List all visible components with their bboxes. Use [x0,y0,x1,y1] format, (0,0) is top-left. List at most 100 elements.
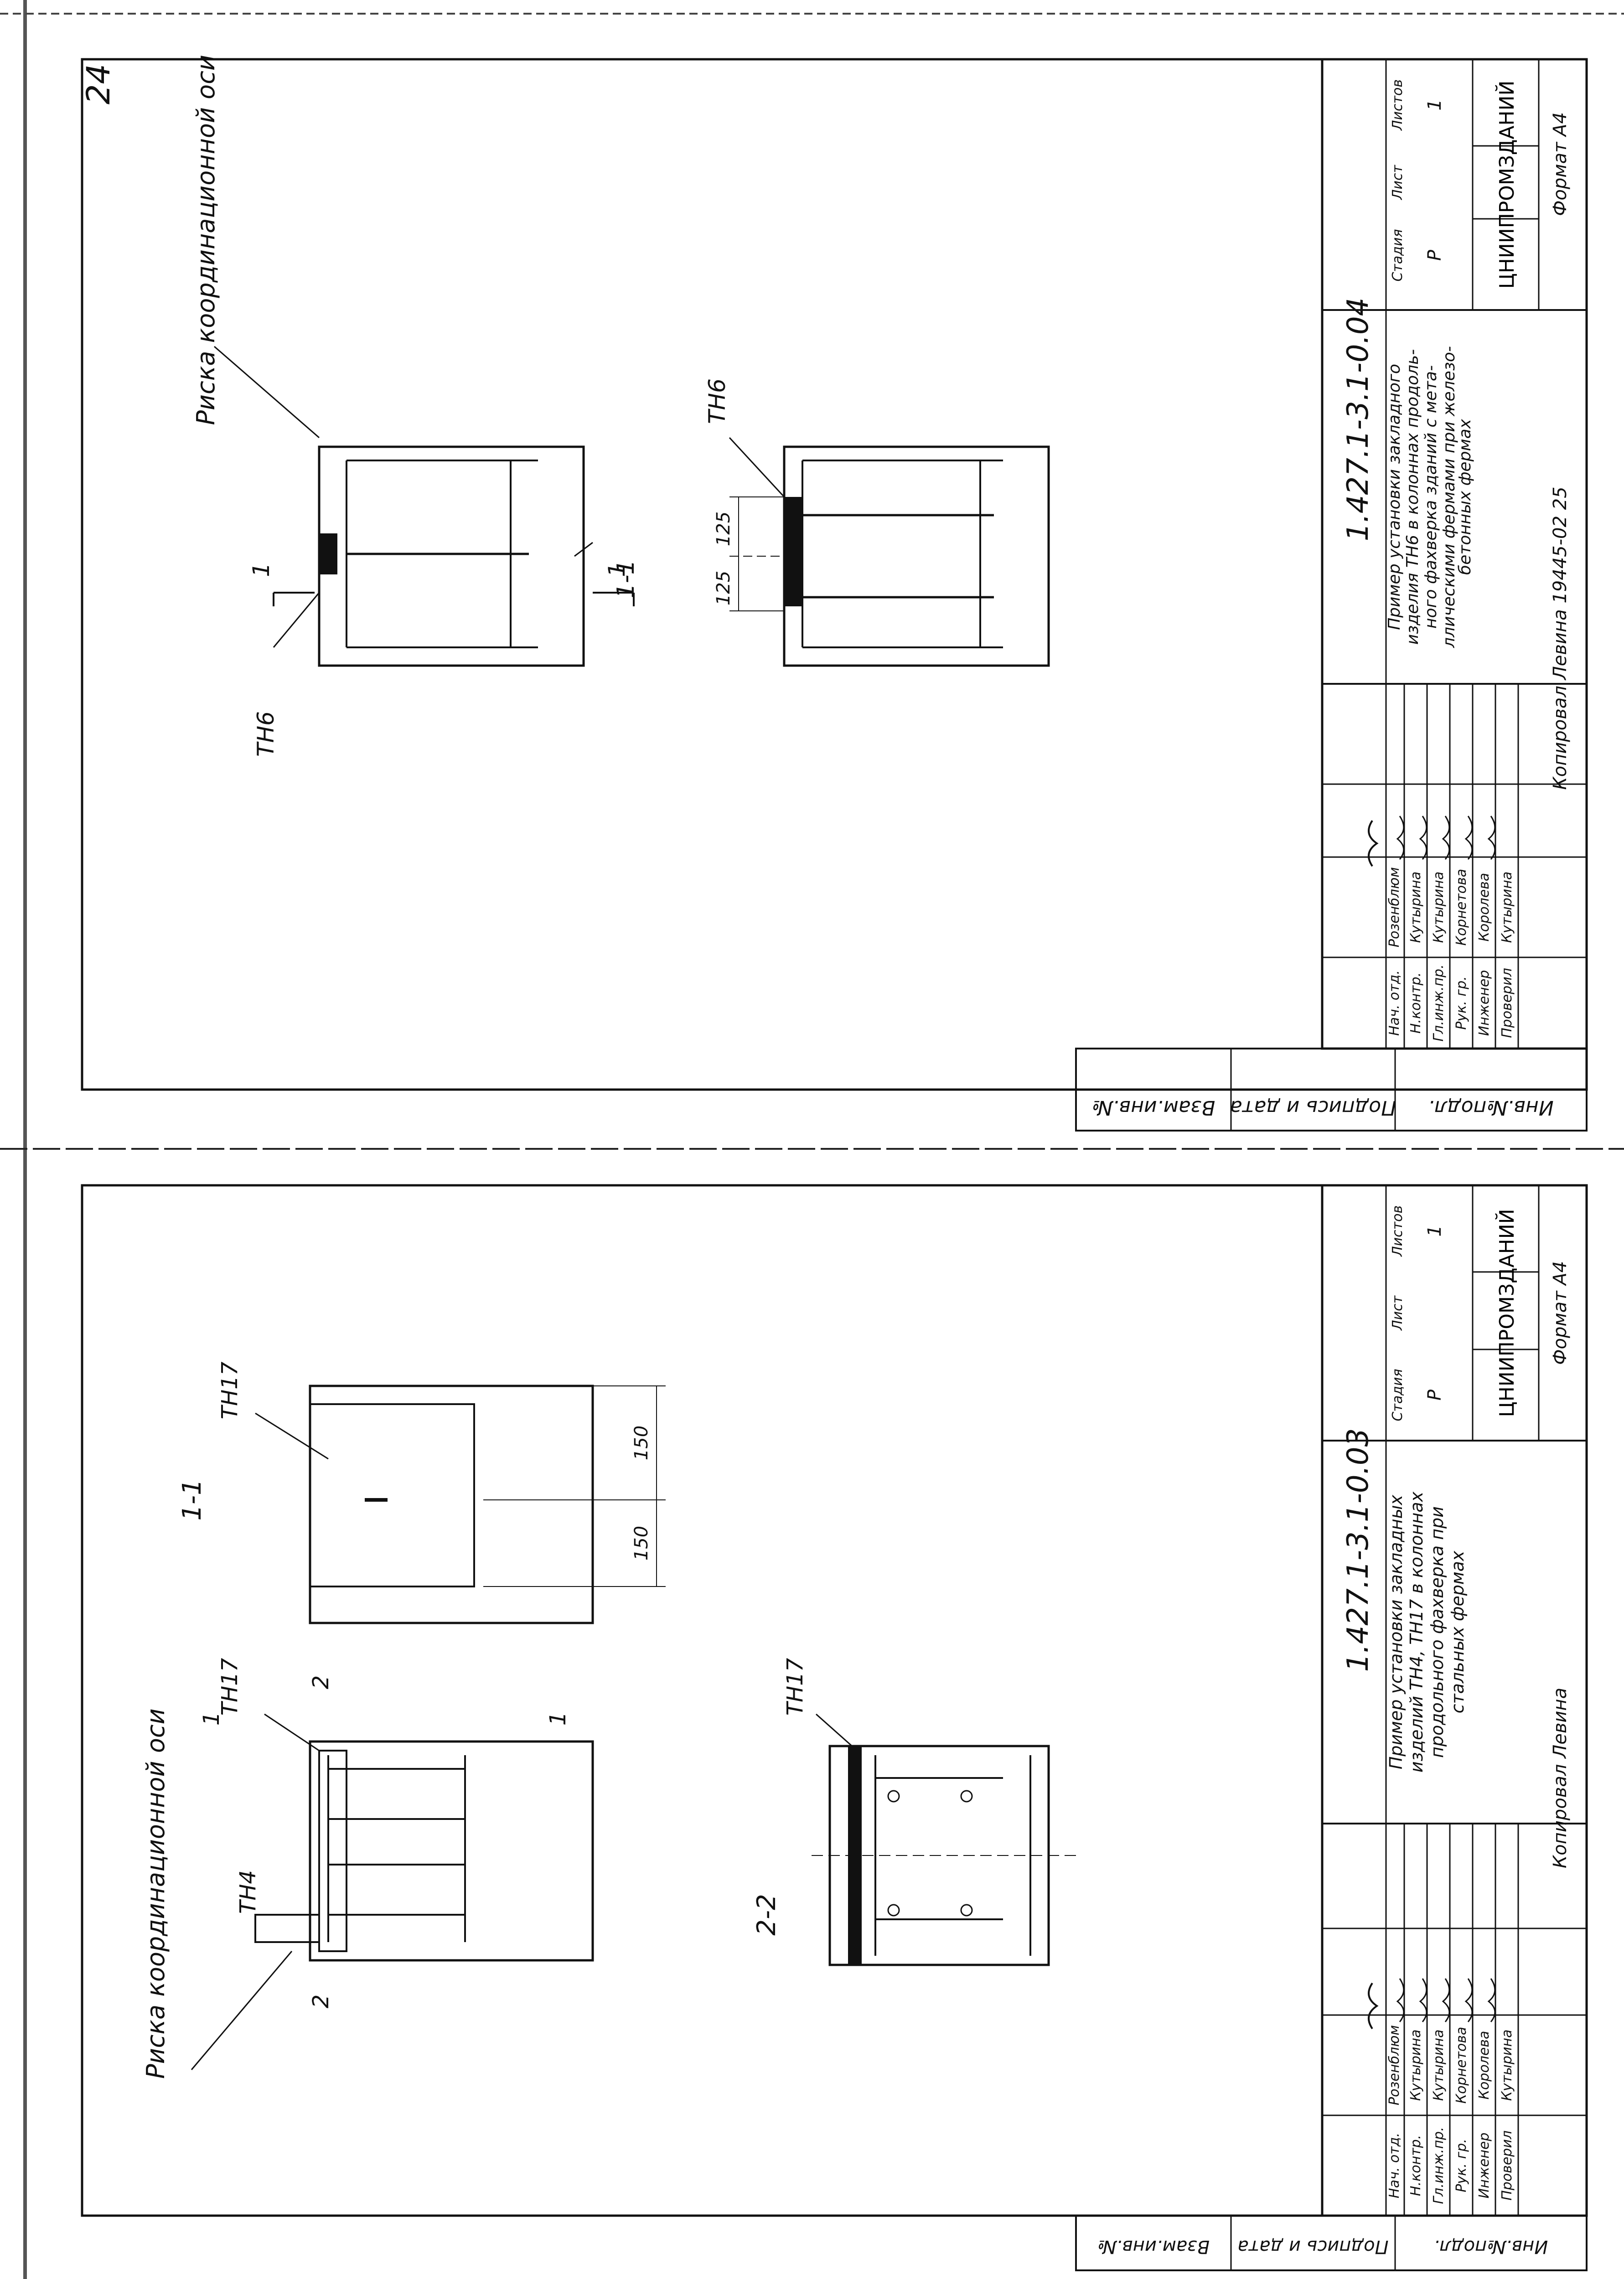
upper-sign-date-label: Подпись и дата [1230,1096,1396,1119]
page-number: 24 [80,64,117,104]
upper-cut-1-bottom: 1 [604,563,630,577]
upper-axis-label: Риска координационной оси [191,55,220,425]
lower-sheet-header: Лист [1390,1295,1406,1331]
svg-text:Инженер: Инженер [1476,2133,1492,2199]
signature-mark [1442,1978,1450,2022]
lower-designation: 1.427.1-3.1-0.03 [1341,1428,1375,1672]
signature-mark [1368,1982,1379,2030]
lower-signature-table: Нач. отд. Н.контр. Гл.инж.пр. Рук. гр. И… [1368,1978,1515,2204]
upper-section-view [729,445,1050,667]
signature-mark [1396,816,1405,860]
upper-title-block: 1.427.1-3.1-0.04 Пример установки заклад… [1321,58,1588,1050]
svg-text:продольного фахверка при: продольного фахверка при [1427,1506,1447,1758]
upper-axis-leader [214,346,320,439]
upper-cut-1-top: 1 [248,563,274,577]
lower-dim-b: 150 [631,1526,652,1561]
lower-section-22: 2-2 [752,1894,781,1935]
svg-text:ллическими фермами при железо-: ллическими фермами при железо- [1440,346,1458,648]
upper-side-strip: Взам.инв.№ Подпись и дата Инв.№подл. [1075,1048,1588,1132]
lower-org: ЦНИИПРОМЗДАНИЙ [1495,1209,1519,1417]
lower-tn17-section-label: ТН17 [217,1361,243,1419]
signature-mark [1464,816,1473,860]
signature-mark [1487,1978,1496,2022]
lower-cut-1-right: 1 [545,1712,571,1726]
upper-org: ЦНИИПРОМЗДАНИЙ [1495,81,1519,289]
svg-text:изделия ТН6 в колоннах продоль: изделия ТН6 в колоннах продоль- [1403,349,1422,645]
svg-text:Королева: Королева [1476,2031,1492,2100]
svg-text:стальных фермах: стальных фермах [1448,1550,1468,1713]
svg-text:Пример установки закладных: Пример установки закладных [1386,1494,1406,1769]
svg-text:Нач. отд.: Нач. отд. [1386,970,1402,1036]
lower-inv-orig-label: Инв.№подл. [1434,2236,1548,2257]
signature-mark [1464,1978,1473,2022]
svg-text:Проверил: Проверил [1499,968,1515,1038]
upper-stage-header: Стадия [1390,229,1406,281]
upper-inv-swap-label: Взам.инв.№ [1092,1096,1215,1119]
svg-text:ного фахверка зданий с мета-: ного фахверка зданий с мета- [1422,365,1440,629]
upper-signature-table: Нач. отд. Н.контр. Гл.инж.пр. Рук. гр. И… [1368,816,1515,1042]
svg-text:Кутырина: Кутырина [1431,872,1447,943]
lower-stage-header: Стадия [1390,1369,1406,1421]
signature-mark [1442,816,1450,860]
lower-plan-view [254,1740,594,1962]
lower-drawing: Взам.инв.№ Подпись и дата Инв.№подл. [81,1184,1588,2271]
lower-axis-leader [191,1951,293,2070]
upper-plan-view [318,445,593,667]
svg-text:Кутырина: Кутырина [1431,2030,1447,2101]
lower-title-block: 1.427.1-3.1-0.03 Пример установки заклад… [1321,1184,1588,2217]
upper-format: Формат А4 [1550,112,1571,216]
lower-inv-swap-label: Взам.инв.№ [1097,2236,1210,2257]
svg-text:Н.контр.: Н.контр. [1408,972,1424,1034]
lower-title-lines: Пример установки закладных изделий ТН4, … [1386,1491,1468,1773]
upper-copied: Копировал Левина 19445-02 25 [1550,486,1571,790]
upper-designation: 1.427.1-3.1-0.04 [1341,298,1375,542]
signature-mark [1419,1978,1427,2022]
upper-stage: Р [1424,249,1445,261]
svg-text:Проверил: Проверил [1499,2130,1515,2201]
svg-text:Розенблюм: Розенблюм [1386,867,1402,947]
svg-text:Корнетова: Корнетова [1453,2027,1469,2104]
upper-tn-section: ТН6 [704,378,730,424]
svg-text:Королева: Королева [1476,873,1492,942]
upper-title-lines: Пример установки закладного изделия ТН6 … [1385,346,1474,648]
lower-stage: Р [1424,1389,1445,1400]
svg-text:Кутырина: Кутырина [1408,2030,1424,2101]
lower-tn4-label: ТН4 [235,1870,261,1914]
lower-copied: Копировал Левина [1550,1688,1571,1868]
lower-side-strip: Взам.инв.№ Подпись и дата Инв.№подл. [1075,2215,1588,2271]
lower-tn17-22-label: ТН17 [782,1658,808,1716]
signature-mark [1487,816,1496,860]
lower-format: Формат А4 [1550,1261,1571,1365]
svg-text:Инженер: Инженер [1476,970,1492,1036]
lower-dim-a: 150 [631,1426,652,1460]
svg-text:бетонных фермах: бетонных фермах [1456,419,1474,575]
lower-section-22-view [812,1745,1076,1966]
upper-dim-a: 125 [713,512,734,546]
svg-text:Корнетова: Корнетова [1453,869,1469,946]
lower-cut-1-left: 1 [199,1712,224,1726]
svg-text:Рук. гр.: Рук. гр. [1453,976,1469,1029]
svg-text:Гл.инж.пр.: Гл.инж.пр. [1431,2127,1447,2204]
lower-sheets-header: Листов [1390,1205,1406,1257]
svg-text:Н.контр.: Н.контр. [1408,2135,1424,2196]
svg-text:изделий ТН4, ТН17 в колоннах: изделий ТН4, ТН17 в колоннах [1407,1491,1427,1773]
lower-cut-2-top: 2 [308,1675,334,1690]
svg-text:Розенблюм: Розенблюм [1386,2025,1402,2105]
lower-cut-2-bottom: 2 [308,1995,334,2009]
lower-section-11: 1-1 [177,1479,207,1520]
upper-sheets-header: Листов [1390,79,1406,131]
lower-section-11-view [309,1385,666,1624]
svg-text:Кутырина: Кутырина [1499,872,1515,943]
svg-text:Рук. гр.: Рук. гр. [1453,2139,1469,2192]
upper-tn-plan: ТН6 [253,711,279,757]
svg-text:Кутырина: Кутырина [1408,872,1424,943]
upper-sheets: 1 [1424,99,1445,110]
upper-section-mark: 1-1 [612,560,640,599]
signature-mark [1419,816,1427,860]
upper-inv-orig-label: Инв.№подл. [1428,1096,1554,1119]
svg-text:Нач. отд.: Нач. отд. [1386,2133,1402,2198]
lower-axis-label: Риска координационной оси [141,1708,170,2079]
upper-sheet-header: Лист [1390,164,1406,200]
upper-dim-b: 125 [713,571,734,605]
